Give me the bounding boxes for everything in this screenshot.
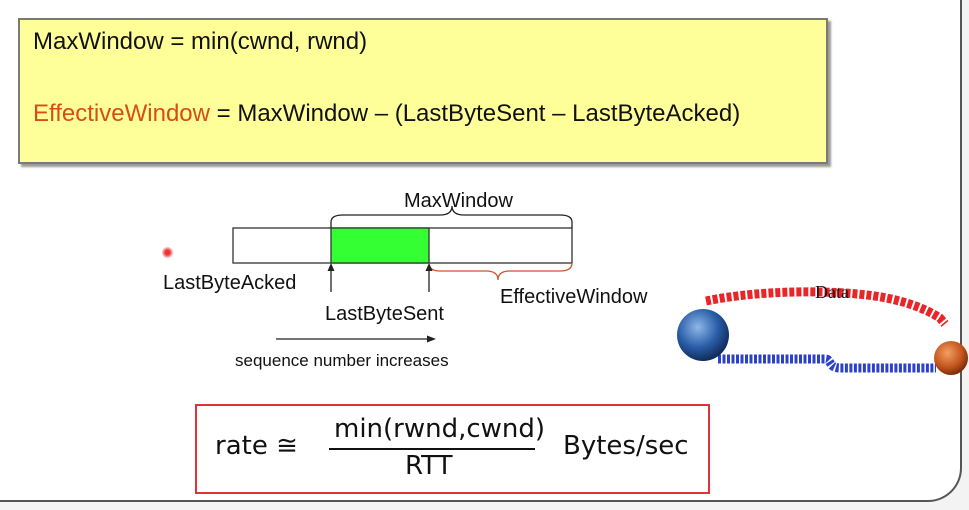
sequence-arrow-head	[427, 335, 436, 343]
window-diagram	[232, 205, 573, 343]
rate-numerator: min(rwnd,cwnd)	[334, 414, 546, 444]
effective-window-brace	[428, 262, 573, 281]
sent-pointer-head	[425, 263, 433, 271]
ack-packet-stream	[718, 354, 936, 373]
rate-denominator: RTT	[405, 451, 453, 481]
last-byte-acked-label: LastByteAcked	[163, 272, 297, 294]
data-packet-stream	[705, 287, 949, 327]
max-window-label: MaxWindow	[404, 190, 513, 212]
rate-lhs: rate ≅	[215, 431, 298, 461]
effective-window-label: EffectiveWindow	[500, 286, 648, 308]
fraction-bar	[329, 448, 535, 450]
formula-box: MaxWindow = min(cwnd, rwnd) EffectiveWin…	[18, 18, 828, 164]
last-byte-sent-label: LastByteSent	[325, 303, 444, 325]
sequence-label: sequence number increases	[235, 351, 449, 370]
data-label: Data	[815, 282, 849, 302]
max-window-formula: MaxWindow = min(cwnd, rwnd)	[33, 28, 368, 55]
earth-mars-illustration	[677, 287, 968, 375]
effective-window-expression: = MaxWindow – (LastByteSent – LastByteAc…	[209, 100, 741, 127]
laser-pointer-dot	[162, 247, 173, 258]
max-window-brace	[330, 205, 573, 228]
acked-pointer-head	[327, 263, 335, 271]
rate-formula-box: rate ≅ min(rwnd,cwnd) RTT Bytes/sec	[195, 404, 710, 494]
effective-window-formula: EffectiveWindow = MaxWindow – (LastByteS…	[33, 100, 740, 128]
effective-window-term: EffectiveWindow	[33, 100, 210, 127]
earth-icon	[677, 309, 729, 361]
mars-icon	[934, 341, 968, 375]
rate-unit: Bytes/sec	[563, 431, 689, 461]
in-flight-segment	[330, 227, 430, 264]
